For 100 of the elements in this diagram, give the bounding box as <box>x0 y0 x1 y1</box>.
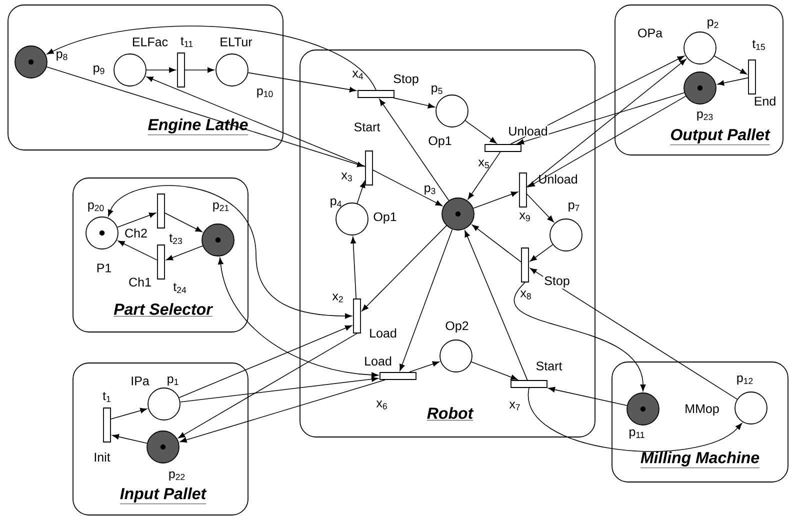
place-circle <box>86 216 118 250</box>
arc-arrow <box>379 98 450 201</box>
arc-arrow <box>108 185 352 319</box>
arc-arrow <box>548 386 628 406</box>
node-label: Load <box>365 356 392 366</box>
node-label: Ch2 <box>125 228 147 238</box>
place-circle <box>216 54 248 86</box>
transition-bar <box>157 244 165 280</box>
node-label: p$_{9}$ <box>94 65 104 75</box>
arc-arrow <box>510 56 684 144</box>
arc-arrow <box>164 212 202 232</box>
transition-bar <box>177 52 185 88</box>
arc-arrow <box>356 181 366 204</box>
place-circle <box>148 388 180 420</box>
node-label: Unload <box>507 125 549 137</box>
arc-arrow <box>526 58 686 188</box>
node-label: Start <box>354 122 380 132</box>
arc-arrow <box>526 194 554 222</box>
node-label: x$_{5}$ <box>478 160 489 168</box>
arc-arrow <box>46 66 364 168</box>
place-circle <box>626 392 660 426</box>
arc-arrow <box>146 67 176 73</box>
arc-arrow <box>218 258 378 378</box>
node-label: x$_{8}$ <box>520 290 531 300</box>
arc-arrow <box>248 72 356 92</box>
node-label: x$_{4}$ <box>352 70 364 80</box>
arc-arrow <box>717 77 748 86</box>
node-label: Op2 <box>446 321 468 333</box>
arc-arrow <box>530 268 738 400</box>
arc-arrow <box>117 212 156 228</box>
node-label: p$_{7}$ <box>568 202 580 212</box>
node-label: MMop <box>686 404 719 416</box>
arc-arrow <box>517 92 685 144</box>
node-label: x$_{2}$ <box>332 294 343 302</box>
arc-arrow <box>166 246 204 260</box>
arc-arrow <box>514 282 646 392</box>
node-label: t$_{11}$ <box>180 37 193 47</box>
arc-arrow <box>180 376 378 402</box>
transition-bar <box>353 298 361 334</box>
node-label: Start <box>536 362 562 370</box>
node-label: p$_{5}$ <box>432 85 442 95</box>
arc-arrow <box>470 361 518 380</box>
arc-arrow <box>46 26 376 90</box>
place-circle <box>440 340 472 372</box>
place-circle <box>442 198 474 230</box>
transition-bar <box>748 60 756 94</box>
node-label: p$_{8}$ <box>56 51 68 61</box>
arc-arrow <box>180 380 386 443</box>
node-label: p$_{22}$ <box>169 471 185 481</box>
transition-bar <box>157 194 165 228</box>
transition-bar <box>365 150 373 186</box>
arc-arrow <box>112 434 148 444</box>
node-label: p$_{11}$ <box>630 429 644 439</box>
arc-arrow <box>184 67 214 73</box>
node-label: Op1 <box>428 136 452 148</box>
node-label: P1 <box>97 264 112 272</box>
node-label: p$_{23}$ <box>697 111 713 121</box>
place-circle <box>684 32 716 64</box>
node-label: t$_{1}$ <box>102 392 110 402</box>
node-label: p$_{12}$ <box>737 375 753 385</box>
node-label: ELTur <box>220 38 252 46</box>
node-label: Op1 <box>374 212 396 224</box>
node-label: p$_{2}$ <box>708 19 718 29</box>
place-circle <box>14 46 48 78</box>
place-circle <box>436 94 468 128</box>
arc-arrow <box>362 225 447 312</box>
node-label: x$_{3}$ <box>341 172 352 182</box>
node-label: t$_{15}$ <box>752 40 765 50</box>
node-label: t$_{24}$ <box>173 282 186 294</box>
arc-arrow <box>464 230 528 380</box>
node-label: Unload <box>539 174 577 184</box>
node-label: Ch1 <box>129 277 151 287</box>
arc-arrow <box>110 408 147 420</box>
node-label: p$_{20}$ <box>88 202 104 212</box>
place-circle <box>202 224 234 256</box>
node-label: t$_{23}$ <box>169 234 182 244</box>
arc-arrow <box>409 361 440 372</box>
place-circle <box>146 430 180 464</box>
arc-arrow <box>528 388 742 452</box>
transition-bar <box>484 144 522 152</box>
arc-arrow <box>468 152 501 200</box>
arc-arrow <box>178 325 352 398</box>
transition-bar <box>519 172 527 208</box>
node-label: Load <box>370 328 396 338</box>
place-circle <box>734 392 768 424</box>
node-label: ELFac <box>132 38 168 46</box>
node-label: p$_{4}$ <box>330 198 342 208</box>
transition-bar <box>358 90 394 98</box>
arc-arrow <box>393 98 435 108</box>
node-label: x$_{7}$ <box>509 402 520 410</box>
arc-arrow <box>528 96 686 188</box>
arc-arrow <box>714 56 747 74</box>
node-label: Init <box>94 452 110 462</box>
node-label: Stop <box>543 275 571 289</box>
node-label: x$_{9}$ <box>519 212 530 222</box>
place-circle <box>684 72 716 104</box>
transition-bar <box>510 380 548 388</box>
node-label: IPa <box>132 376 150 386</box>
arc-arrow <box>118 240 158 260</box>
node-label: Stop <box>394 74 418 86</box>
